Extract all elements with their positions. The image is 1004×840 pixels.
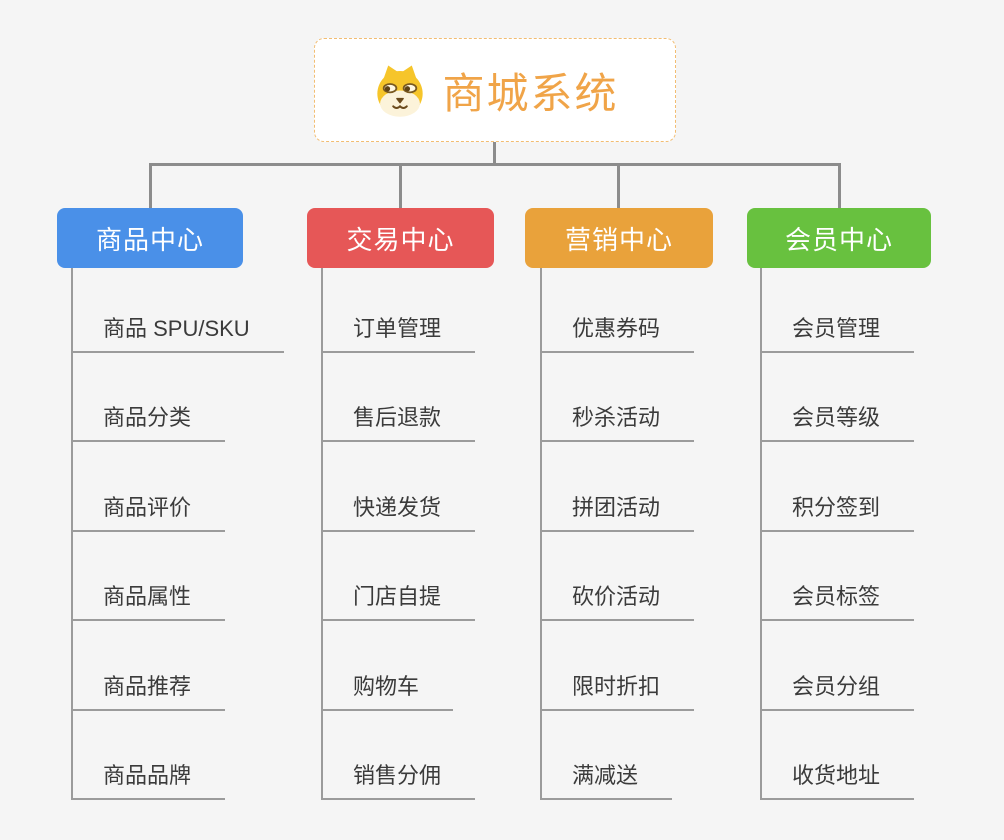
- leaf-node[interactable]: 商品分类: [71, 404, 226, 442]
- connector-drop-1: [149, 163, 152, 208]
- leaf-node[interactable]: 商品推荐: [71, 673, 226, 711]
- leaf-node[interactable]: 收货地址: [760, 762, 915, 800]
- leaf-node[interactable]: 会员管理: [760, 315, 915, 353]
- root-node[interactable]: 商城系统: [314, 38, 676, 142]
- connector-root-stem: [493, 142, 496, 165]
- leaf-node[interactable]: 销售分佣: [321, 762, 476, 800]
- leaf-node[interactable]: 秒杀活动: [540, 404, 695, 442]
- dog-icon: [377, 65, 424, 117]
- connector-drop-2: [399, 163, 402, 208]
- leaf-node[interactable]: 商品品牌: [71, 762, 226, 800]
- leaf-node[interactable]: 购物车: [321, 673, 454, 711]
- leaf-node[interactable]: 商品属性: [71, 583, 226, 621]
- leaf-node[interactable]: 优惠券码: [540, 315, 695, 353]
- branch-node-marketing-center[interactable]: 营销中心: [525, 208, 713, 268]
- connector-drop-3: [617, 163, 620, 208]
- branch-node-member-center[interactable]: 会员中心: [747, 208, 931, 268]
- branch-node-product-center[interactable]: 商品中心: [57, 208, 243, 268]
- leaf-node[interactable]: 会员等级: [760, 404, 915, 442]
- leaf-node[interactable]: 砍价活动: [540, 583, 695, 621]
- leaf-node[interactable]: 限时折扣: [540, 673, 695, 711]
- branch-spine-1: [71, 268, 73, 800]
- leaf-node[interactable]: 商品评价: [71, 494, 226, 532]
- root-title: 商城系统: [442, 69, 619, 117]
- leaf-node[interactable]: 快递发货: [321, 494, 476, 532]
- leaf-node[interactable]: 门店自提: [321, 583, 476, 621]
- leaf-node[interactable]: 积分签到: [760, 494, 915, 532]
- leaf-node[interactable]: 会员标签: [760, 583, 915, 621]
- connector-top-rail: [149, 163, 841, 166]
- leaf-node[interactable]: 拼团活动: [540, 494, 695, 532]
- branch-spine-3: [540, 268, 542, 800]
- leaf-node[interactable]: 商品 SPU/SKU: [71, 315, 284, 353]
- branch-node-trade-center[interactable]: 交易中心: [307, 208, 494, 268]
- leaf-node[interactable]: 订单管理: [321, 315, 476, 353]
- branch-spine-2: [321, 268, 323, 800]
- connector-drop-4: [838, 163, 841, 208]
- leaf-node[interactable]: 满减送: [540, 762, 673, 800]
- leaf-node[interactable]: 售后退款: [321, 404, 476, 442]
- leaf-node[interactable]: 会员分组: [760, 673, 915, 711]
- branch-spine-4: [760, 268, 762, 800]
